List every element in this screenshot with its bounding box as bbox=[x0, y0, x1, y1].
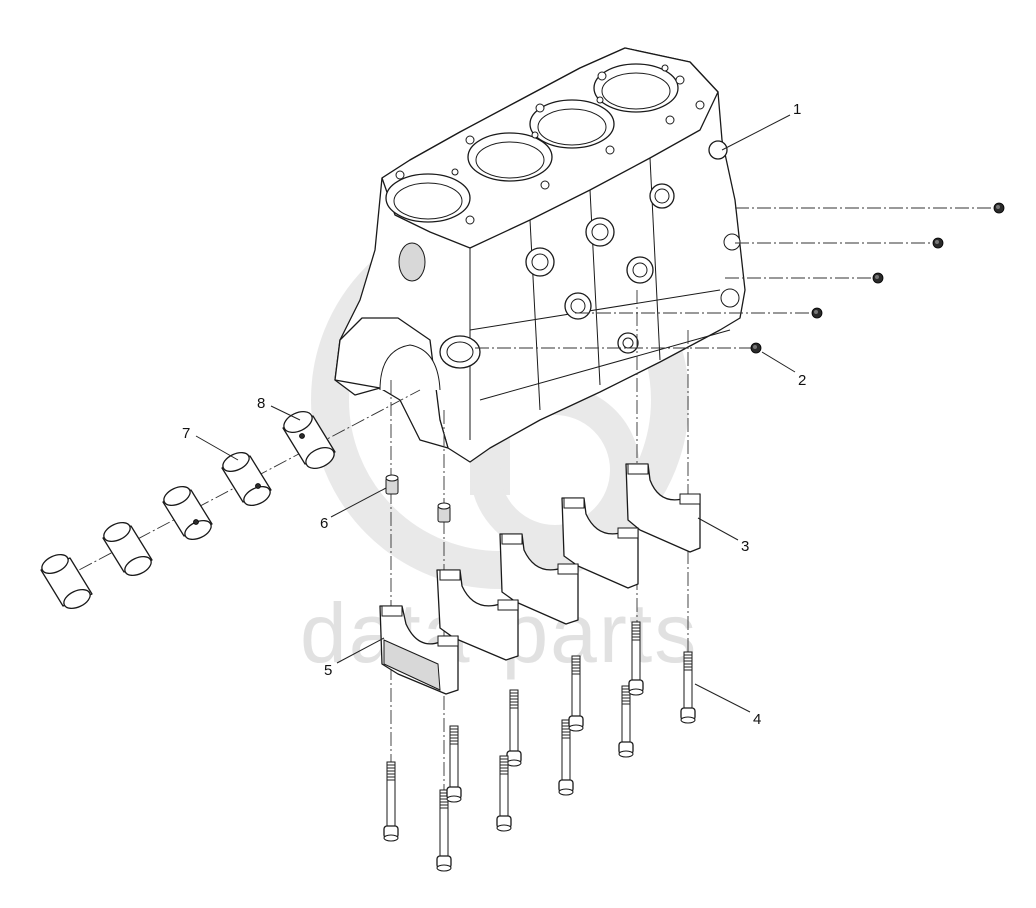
cap-bolt-1[interactable] bbox=[383, 761, 399, 842]
cap-bolt-6[interactable] bbox=[558, 719, 574, 796]
bearing-cap-front[interactable] bbox=[379, 605, 459, 695]
bearing-caps[interactable] bbox=[379, 463, 701, 695]
cap-bolt-5[interactable] bbox=[496, 755, 512, 832]
cap-bolt-7[interactable] bbox=[568, 655, 584, 732]
crank-bore bbox=[379, 344, 441, 391]
callout-8[interactable]: 8 bbox=[257, 395, 265, 412]
callout-3[interactable]: 3 bbox=[741, 538, 749, 555]
cap-bolt-10[interactable] bbox=[680, 651, 696, 724]
engine-block[interactable] bbox=[334, 47, 746, 463]
plug-1[interactable] bbox=[993, 202, 1005, 214]
callout-4[interactable]: 4 bbox=[753, 711, 761, 728]
bushing-5[interactable] bbox=[281, 408, 338, 473]
callouts: 1 2 3 4 5 6 7 8 bbox=[182, 101, 806, 728]
callout-5[interactable]: 5 bbox=[324, 662, 332, 679]
bearing-cap-3[interactable] bbox=[561, 497, 639, 589]
cylinder-bore-2-inner bbox=[475, 141, 545, 179]
cylinder-bore-3-inner bbox=[537, 108, 607, 146]
block-side-details bbox=[398, 140, 741, 440]
dowel-sleeves[interactable] bbox=[385, 474, 451, 523]
cap-bolt-4[interactable] bbox=[506, 689, 522, 767]
cap-bolt-3[interactable] bbox=[446, 725, 462, 803]
head-bolt-holes bbox=[395, 64, 705, 225]
dowel-sleeve-2[interactable] bbox=[437, 502, 451, 523]
callout-1[interactable]: 1 bbox=[793, 101, 801, 118]
bushing-3[interactable] bbox=[161, 483, 214, 543]
cap-bolt-8[interactable] bbox=[618, 685, 634, 758]
cylinder-bore-4-inner bbox=[601, 72, 671, 110]
leader-lines bbox=[195, 114, 796, 713]
dowel-sleeve-1[interactable] bbox=[385, 474, 399, 495]
cylinder-bore-1-inner bbox=[393, 182, 463, 220]
plug-2[interactable] bbox=[932, 237, 944, 249]
bushing-4[interactable] bbox=[220, 449, 273, 509]
callout-6[interactable]: 6 bbox=[320, 515, 328, 532]
bushing-2[interactable] bbox=[101, 519, 154, 579]
bushing-1[interactable] bbox=[39, 551, 93, 612]
plug-5[interactable] bbox=[750, 342, 762, 354]
plug-4[interactable] bbox=[811, 307, 823, 319]
plugs[interactable] bbox=[475, 202, 1005, 354]
cap-bolts[interactable] bbox=[383, 621, 696, 872]
bearing-cap-rear[interactable] bbox=[625, 463, 701, 553]
cap-bolt-9[interactable] bbox=[628, 621, 644, 696]
callout-2[interactable]: 2 bbox=[798, 372, 806, 389]
callout-7[interactable]: 7 bbox=[182, 425, 190, 442]
plug-3[interactable] bbox=[872, 272, 884, 284]
cam-bushings[interactable] bbox=[39, 408, 337, 613]
cap-bolt-2[interactable] bbox=[436, 789, 452, 872]
bearing-cap-2[interactable] bbox=[499, 533, 579, 625]
